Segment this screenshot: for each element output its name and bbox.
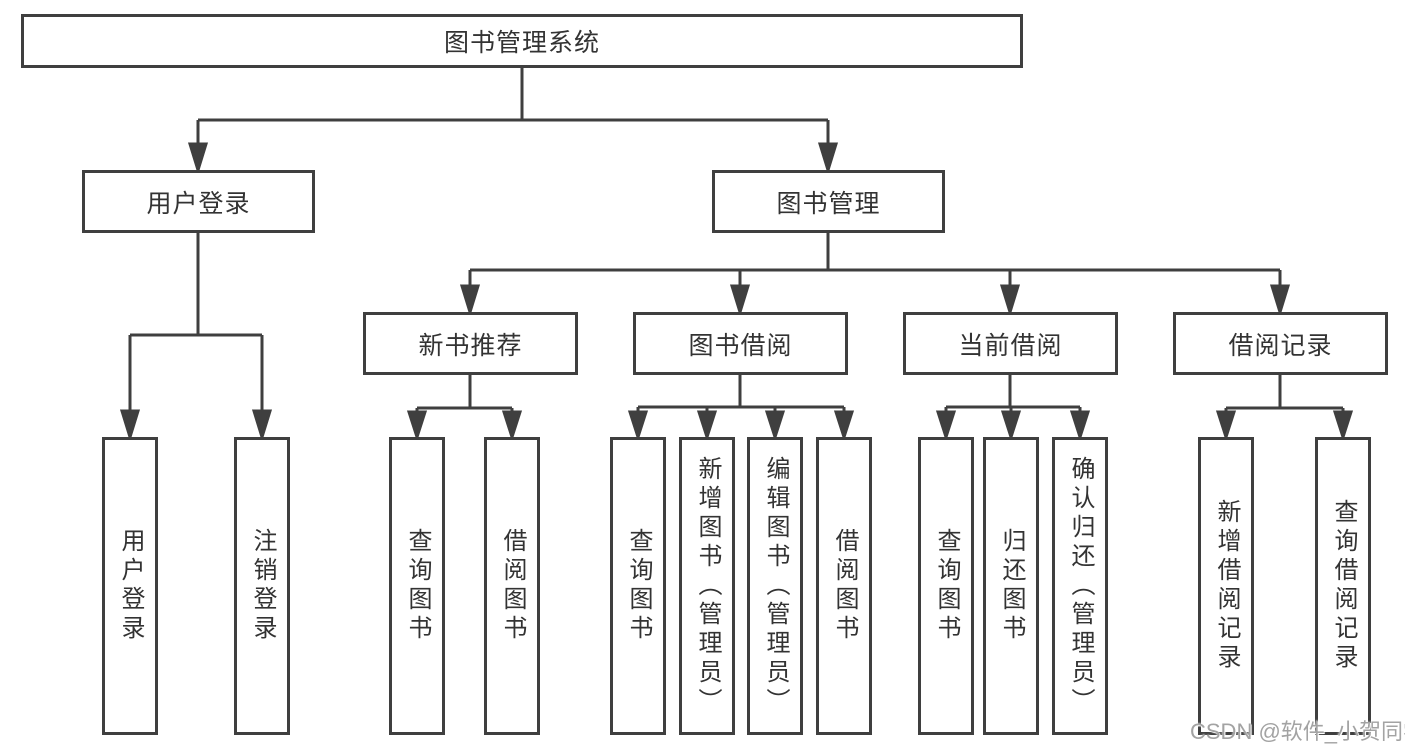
node-book-borrow-label: 图书借阅 xyxy=(688,331,793,360)
arrow-down-icon xyxy=(696,410,718,442)
node-current-borrow-label: 当前借阅 xyxy=(958,331,1063,360)
leaf-borrow-books-1-label: 借阅图书 xyxy=(499,528,526,644)
leaf-return-books-label: 归还图书 xyxy=(998,528,1025,644)
node-new-books-label: 新书推荐 xyxy=(418,331,523,360)
csdn-watermark: CSDN @软件_小贺同学 xyxy=(1190,719,1405,744)
arrow-down-icon xyxy=(1332,410,1354,442)
node-book-borrow: 图书借阅 xyxy=(633,312,848,375)
leaf-query-books-2: 查询图书 xyxy=(610,437,666,735)
arrow-down-icon xyxy=(627,410,649,442)
connector-book-management xyxy=(459,233,1291,318)
leaf-edit-books-admin: 编辑图书（管理员） xyxy=(747,437,803,735)
leaf-user-login-label: 用户登录 xyxy=(117,528,144,644)
leaf-logout: 注销登录 xyxy=(234,437,290,735)
node-borrow-records: 借阅记录 xyxy=(1173,312,1388,375)
arrow-down-icon xyxy=(729,284,751,318)
arrow-down-icon xyxy=(999,284,1021,318)
leaf-add-books-admin-label: 新增图书（管理员） xyxy=(694,455,721,717)
arrow-down-icon xyxy=(251,409,273,443)
arrow-down-icon xyxy=(817,142,839,176)
node-user-login-label: 用户登录 xyxy=(146,189,251,218)
node-book-management-label: 图书管理 xyxy=(776,189,881,218)
leaf-add-books-admin: 新增图书（管理员） xyxy=(679,437,735,735)
arrow-down-icon xyxy=(1215,410,1237,442)
node-book-management: 图书管理 xyxy=(712,170,945,233)
node-new-books: 新书推荐 xyxy=(363,312,578,375)
leaf-user-login: 用户登录 xyxy=(102,437,158,735)
leaf-confirm-return-admin-label: 确认归还（管理员） xyxy=(1067,455,1094,717)
leaf-borrow-books-2-label: 借阅图书 xyxy=(831,528,858,644)
leaf-edit-books-admin-label: 编辑图书（管理员） xyxy=(762,455,789,717)
arrow-down-icon xyxy=(764,410,786,442)
leaf-borrow-books-2: 借阅图书 xyxy=(816,437,872,735)
arrow-down-icon xyxy=(833,410,855,442)
arrow-down-icon xyxy=(1000,410,1022,442)
leaf-query-books-3-label: 查询图书 xyxy=(933,528,960,644)
arrow-down-icon xyxy=(1269,284,1291,318)
node-current-borrow: 当前借阅 xyxy=(903,312,1118,375)
arrow-down-icon xyxy=(1069,410,1091,442)
node-borrow-records-label: 借阅记录 xyxy=(1228,331,1333,360)
connector-new-books xyxy=(406,375,523,442)
leaf-borrow-books-1: 借阅图书 xyxy=(484,437,540,735)
arrow-down-icon xyxy=(459,284,481,318)
leaf-add-borrow-record-label: 新增借阅记录 xyxy=(1213,499,1240,673)
leaf-add-borrow-record: 新增借阅记录 xyxy=(1198,437,1254,735)
node-root-label: 图书管理系统 xyxy=(443,29,600,57)
leaf-query-books-3: 查询图书 xyxy=(918,437,974,735)
node-user-login: 用户登录 xyxy=(82,170,315,233)
connector-book-borrow xyxy=(627,375,855,442)
arrow-down-icon xyxy=(406,410,428,442)
connector-current-borrow xyxy=(935,375,1091,442)
node-root: 图书管理系统 xyxy=(21,14,1023,68)
connector-root xyxy=(187,68,839,176)
arrow-down-icon xyxy=(187,142,209,176)
leaf-query-books-2-label: 查询图书 xyxy=(625,528,652,644)
leaf-confirm-return-admin: 确认归还（管理员） xyxy=(1052,437,1108,735)
leaf-query-borrow-record: 查询借阅记录 xyxy=(1315,437,1371,735)
connector-borrow-records xyxy=(1215,375,1354,442)
leaf-logout-label: 注销登录 xyxy=(249,528,276,644)
arrow-down-icon xyxy=(119,409,141,443)
arrow-down-icon xyxy=(501,410,523,442)
leaf-query-books-1: 查询图书 xyxy=(389,437,445,735)
leaf-query-borrow-record-label: 查询借阅记录 xyxy=(1330,499,1357,673)
leaf-return-books: 归还图书 xyxy=(983,437,1039,735)
connector-user-login xyxy=(119,233,273,443)
arrow-down-icon xyxy=(935,410,957,442)
leaf-query-books-1-label: 查询图书 xyxy=(404,528,431,644)
